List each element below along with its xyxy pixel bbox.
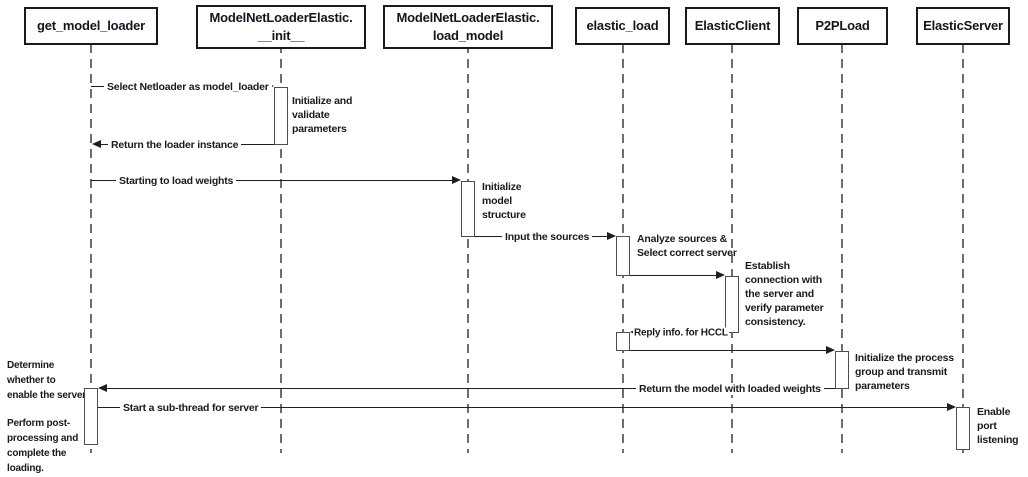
activation-get-model-loader: [84, 388, 98, 445]
side-note-determine-enable-server: Determine whether to enable the server: [7, 360, 86, 401]
note-initialize-validate: Initialize and validate parameters: [292, 95, 353, 135]
message-label-return-model: Return the model with loaded weights: [636, 383, 824, 395]
participant-label: ModelNetLoaderElastic. load_model: [396, 10, 540, 43]
participant-modelnetloaderelastic-load-model: ModelNetLoaderElastic. load_model: [383, 5, 553, 49]
participant-label: get_model_loader: [36, 18, 146, 34]
participant-p2pload: P2PLoad: [797, 7, 888, 45]
participant-label: P2PLoad: [815, 18, 870, 34]
activation-elastic-server: [956, 407, 970, 450]
arrowhead-left-icon: [98, 384, 107, 392]
lifeline-load-model: [467, 44, 469, 453]
message-line-start-subthread: [98, 407, 948, 408]
activation-elastic-load-2: [616, 332, 630, 351]
message-line-return-model: [106, 388, 835, 389]
note-initialize-process-group: Initialize the process group and transmi…: [855, 352, 954, 392]
activation-load-model: [461, 181, 475, 237]
activation-elastic-client: [725, 276, 739, 333]
message-line-start-load-weights: [91, 180, 453, 181]
message-line-to-elastic-client: [616, 275, 717, 276]
arrowhead-left-icon: [92, 140, 101, 148]
participant-elastic-client: ElasticClient: [685, 7, 780, 45]
lifeline-init: [280, 44, 282, 453]
message-label-start-subthread: Start a sub-thread for server: [120, 402, 262, 414]
message-line-to-p2pload: [616, 350, 827, 351]
arrowhead-right-icon: [826, 346, 835, 354]
message-label-return-loader: Return the loader instance: [108, 139, 242, 151]
participant-get-model-loader: get_model_loader: [24, 7, 158, 45]
message-label-reply-hccl: Reply info. for HCCL: [633, 327, 729, 339]
message-label-input-sources: Input the sources: [502, 231, 593, 243]
arrowhead-right-icon: [947, 403, 956, 411]
activation-elastic-load-1: [616, 236, 630, 276]
arrowhead-right-icon: [607, 232, 616, 240]
note-initialize-model-structure: Initialize model structure: [482, 181, 526, 221]
arrowhead-right-icon: [452, 176, 461, 184]
activation-p2pload: [835, 351, 849, 389]
lifeline-get-model-loader: [90, 44, 92, 453]
lifeline-p2pload: [841, 44, 843, 453]
participant-elastic-load: elastic_load: [575, 7, 670, 45]
participant-label: elastic_load: [586, 18, 659, 34]
arrowhead-right-icon: [716, 271, 725, 279]
participant-label: ModelNetLoaderElastic. __init__: [209, 10, 353, 43]
participant-elastic-server: ElasticServer: [916, 7, 1010, 45]
note-analyze-sources: Analyze sources & Select correct server: [637, 233, 737, 259]
note-enable-port-listening: Enable port listening: [977, 406, 1019, 446]
side-note-post-processing: Perform post- processing and complete th…: [7, 418, 79, 474]
message-label-start-load-weights: Starting to load weights: [116, 175, 237, 187]
lifeline-elastic-server: [962, 44, 964, 453]
lifeline-elastic-client: [731, 44, 733, 453]
activation-init: [274, 87, 288, 145]
participant-label: ElasticServer: [923, 18, 1003, 34]
message-label-select-netloader: Select Netloader as model_loader: [104, 81, 272, 93]
participant-label: ElasticClient: [694, 18, 771, 34]
participant-modelnetloaderelastic-init: ModelNetLoaderElastic. __init__: [196, 5, 366, 49]
note-establish-connection: Establish connection with the server and…: [745, 260, 824, 328]
